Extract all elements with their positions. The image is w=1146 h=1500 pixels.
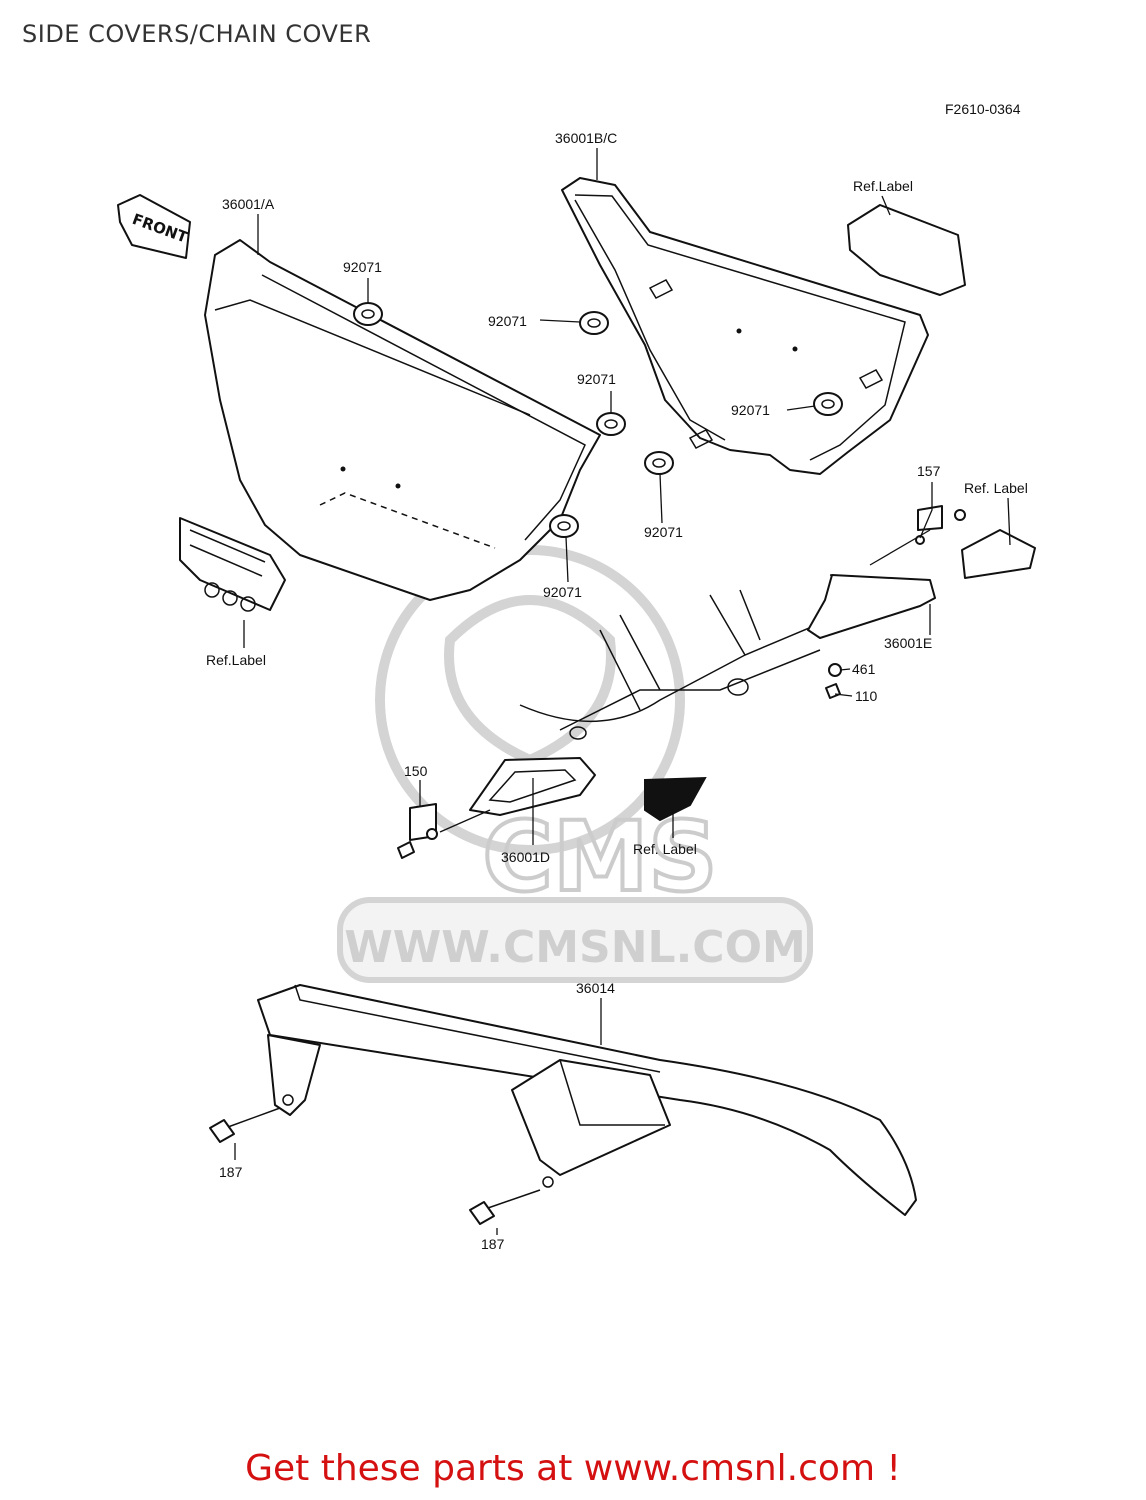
leader-lines: [234, 148, 1011, 1235]
ref-label-plate-right: [961, 529, 1036, 579]
label-92071-a: 92071: [343, 259, 382, 275]
label-ref-label-3: Ref.Label: [206, 652, 266, 668]
label-157: 157: [917, 463, 941, 479]
front-arrow: FRONT: [117, 194, 191, 259]
label-157-tag: [917, 505, 943, 531]
label-ref-label-2: Ref. Label: [964, 480, 1028, 496]
watermark-logo-text: CMS: [482, 801, 717, 913]
label-36001bc: 36001B/C: [555, 130, 617, 146]
label-36001e: 36001E: [884, 635, 932, 651]
page-title: SIDE COVERS/CHAIN COVER: [22, 20, 372, 48]
label-92071-e: 92071: [644, 524, 683, 540]
cms-watermark: CMS WWW.CMSNL.COM: [337, 545, 813, 983]
ref-label-emblem-left: [179, 517, 286, 612]
part-labels: 36001/A 36001B/C Ref.Label 92071 92071 9…: [206, 130, 1028, 1252]
label-187-a: 187: [219, 1164, 243, 1180]
chain-cover: [209, 984, 917, 1225]
label-150: 150: [404, 763, 428, 779]
front-arrow-icon: [117, 194, 191, 259]
label-36001a: 36001/A: [222, 196, 275, 212]
label-92071-b: 92071: [488, 313, 527, 329]
footer-link-text[interactable]: Get these parts at www.cmsnl.com !: [245, 1448, 901, 1489]
label-ref-label-4: Ref. Label: [633, 841, 697, 857]
ref-label-plate-upper: [847, 204, 966, 296]
label-92071-c: 92071: [577, 371, 616, 387]
label-ref-label-1: Ref.Label: [853, 178, 913, 194]
label-110: 110: [855, 688, 878, 704]
bracket-36001e: [807, 574, 936, 639]
label-92071-f: 92071: [543, 584, 582, 600]
label-36014: 36014: [576, 980, 615, 996]
watermark-site-text: WWW.CMSNL.COM: [344, 922, 806, 973]
watermark-mascot-icon: [444, 595, 616, 766]
parts-diagram: CMS WWW.CMSNL.COM F2610-0364 FRONT: [117, 101, 1036, 1252]
label-187-b: 187: [481, 1236, 505, 1252]
label-92071-d: 92071: [731, 402, 770, 418]
ref-label-black: [644, 776, 707, 822]
label-36001d: 36001D: [501, 849, 550, 865]
diagram-code: F2610-0364: [945, 101, 1021, 117]
watermark-banner: [337, 897, 813, 983]
label-461: 461: [852, 661, 876, 677]
